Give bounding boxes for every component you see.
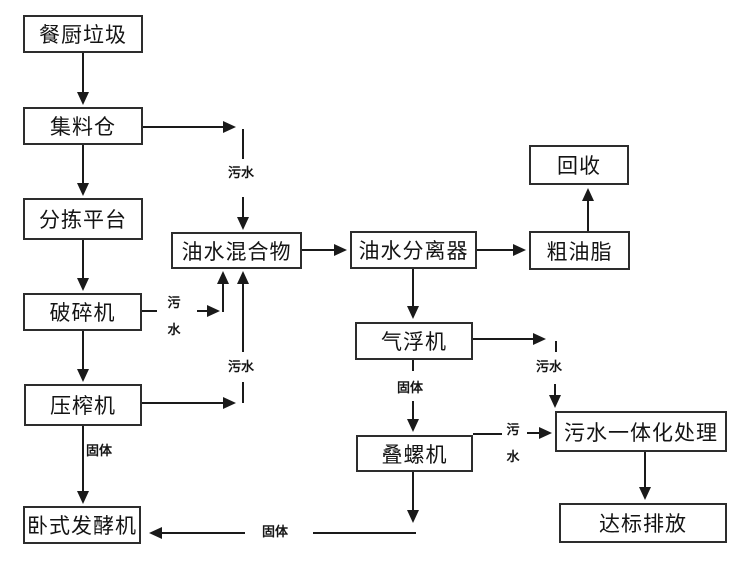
- node-standard-discharge: 达标排放: [559, 503, 727, 543]
- node-crude-grease: 粗油脂: [529, 231, 630, 270]
- node-kitchen-waste: 餐厨垃圾: [23, 15, 143, 53]
- node-integrated-sewage-treatment: 污水一体化处理: [555, 411, 727, 452]
- edge-label-sewage-top: 污水: [228, 166, 255, 181]
- node-sorting-platform: 分拣平台: [23, 198, 143, 240]
- node-recycle: 回收: [529, 145, 629, 185]
- node-crusher: 破碎机: [23, 293, 142, 331]
- edge-label-solid-screw: 固体: [262, 525, 289, 540]
- node-horizontal-fermenter: 卧式发酵机: [23, 506, 141, 544]
- node-screw-stacking: 叠螺机: [356, 435, 473, 472]
- edge-label-sewage-crusher: 污水: [167, 296, 181, 338]
- edge-label-sewage-screw: 污水: [506, 423, 520, 465]
- node-collection-bin: 集料仓: [23, 107, 143, 145]
- edge-label-solid-flotation: 固体: [397, 381, 424, 396]
- edge-label-sewage-press: 污水: [228, 360, 255, 375]
- node-press: 压榨机: [24, 384, 142, 426]
- edge-label-sewage-flotation: 污水: [536, 360, 563, 375]
- node-oil-water-separator: 油水分离器: [350, 231, 477, 269]
- node-air-flotation: 气浮机: [355, 322, 473, 360]
- edge-label-solid-press: 固体: [86, 444, 113, 459]
- node-oil-water-mixture: 油水混合物: [171, 232, 302, 269]
